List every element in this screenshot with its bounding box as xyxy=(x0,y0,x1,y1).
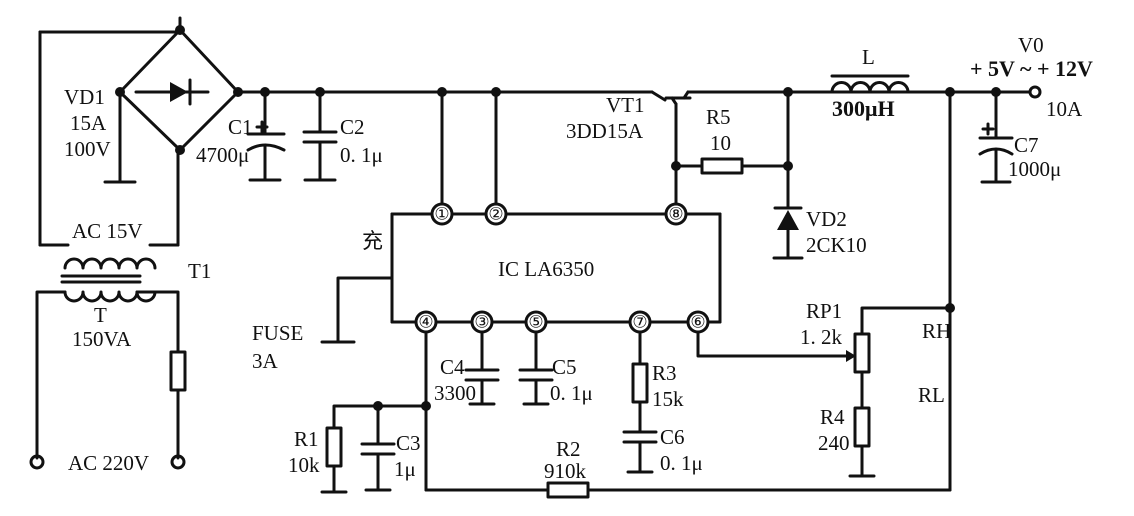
label-output-range: + 5V ~ + 12V xyxy=(970,56,1093,81)
label-ac220: AC 220V xyxy=(68,451,149,475)
resistor-r5 xyxy=(674,157,790,175)
label-c4: C4 xyxy=(440,355,465,379)
label-c1: C1 xyxy=(228,115,253,139)
label-r4-value: 240 xyxy=(818,431,850,455)
label-c7: C7 xyxy=(1014,133,1039,157)
label-ic: IC LA6350 xyxy=(498,257,594,281)
label-r2-value: 910k xyxy=(544,459,587,483)
label-vd1: VD1 xyxy=(64,85,105,109)
label-vd2-type: 2CK10 xyxy=(806,233,867,257)
pin-4: ④ xyxy=(418,313,433,332)
capacitor-c2 xyxy=(302,90,338,182)
label-c6: C6 xyxy=(660,425,685,449)
label-output-name: V0 xyxy=(1018,33,1044,57)
pin-7: ⑦ xyxy=(632,313,647,332)
label-fuse-rating: 3A xyxy=(252,349,279,373)
label-output-current: 10A xyxy=(1046,97,1083,121)
label-vd2: VD2 xyxy=(806,207,847,231)
label-rp1: RP1 xyxy=(806,299,842,323)
capacitor-c1 xyxy=(246,90,286,182)
label-charge: 充 xyxy=(362,229,383,253)
label-r1: R1 xyxy=(294,427,319,451)
potentiometer-rp1-resistor-r4 xyxy=(848,306,952,478)
label-transformer-rating: 150VA xyxy=(72,327,132,351)
bridge-rectifier-vd1 xyxy=(103,25,243,184)
label-inductor: L xyxy=(862,45,875,69)
pin-8: ⑧ xyxy=(668,205,683,224)
label-ac15: AC 15V xyxy=(72,219,143,243)
label-t1: T1 xyxy=(188,259,211,283)
label-r3: R3 xyxy=(652,361,677,385)
label-rh: RH xyxy=(922,319,951,343)
label-r3-value: 15k xyxy=(652,387,684,411)
label-rl: RL xyxy=(918,383,945,407)
label-c2: C2 xyxy=(340,115,365,139)
label-c5: C5 xyxy=(552,355,577,379)
capacitor-c5 xyxy=(518,330,554,406)
label-transformer: T xyxy=(94,303,107,327)
pin-3: ③ xyxy=(474,313,489,332)
resistor-r3-capacitor-c6 xyxy=(622,330,658,474)
resistor-r2 xyxy=(424,481,952,499)
label-c3: C3 xyxy=(396,431,421,455)
resistor-r1 xyxy=(320,404,428,494)
fuse-line xyxy=(320,276,394,344)
label-c5-value: 0. 1μ xyxy=(550,381,593,405)
label-r4: R4 xyxy=(820,405,845,429)
pin-1: ① xyxy=(434,205,449,224)
label-vd1-voltage: 100V xyxy=(64,137,111,161)
pin-2: ② xyxy=(488,205,503,224)
label-r1-value: 10k xyxy=(288,453,320,477)
capacitor-c3 xyxy=(360,404,396,492)
capacitor-c7 xyxy=(978,90,1014,184)
inductor-l xyxy=(830,74,910,94)
label-r5-value: 10 xyxy=(710,131,731,155)
label-c6-value: 0. 1μ xyxy=(660,451,703,475)
label-vd1-current: 15A xyxy=(70,111,107,135)
label-fuse: FUSE xyxy=(252,321,303,345)
transistor-vt1 xyxy=(650,90,952,206)
label-rp1-value: 1. 2k xyxy=(800,325,843,349)
label-r2: R2 xyxy=(556,437,581,461)
transformer-t1 xyxy=(29,257,187,470)
label-vt1: VT1 xyxy=(606,93,645,117)
pin-5: ⑤ xyxy=(528,313,543,332)
label-c1-value: 4700μ xyxy=(196,143,249,167)
label-c4-value: 3300 xyxy=(434,381,476,405)
feedback-to-rp1 xyxy=(696,330,856,362)
ic-la6350-box xyxy=(390,212,722,324)
label-c3-value: 1μ xyxy=(394,457,416,481)
label-r5: R5 xyxy=(706,105,731,129)
label-c7-value: 1000μ xyxy=(1008,157,1061,181)
label-vt1-type: 3DD15A xyxy=(566,119,644,143)
label-inductor-value: 300μH xyxy=(832,96,895,121)
pin-6: ⑥ xyxy=(690,313,705,332)
diode-vd2 xyxy=(772,90,804,260)
capacitor-c4 xyxy=(464,330,500,406)
label-c2-value: 0. 1μ xyxy=(340,143,383,167)
